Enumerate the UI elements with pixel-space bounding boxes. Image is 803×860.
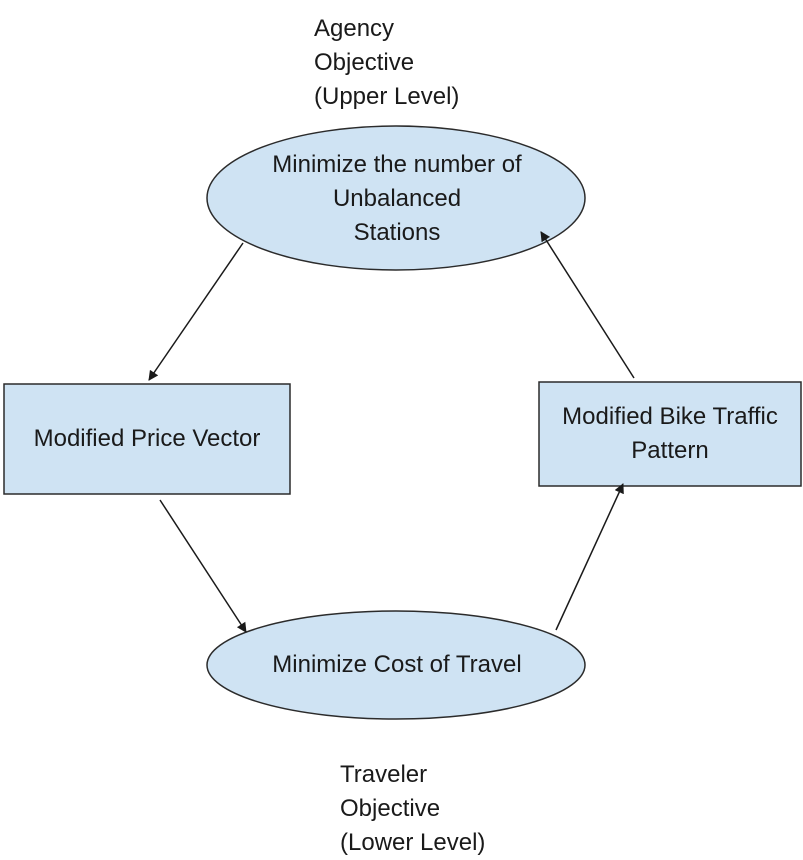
traffic-pattern-node [538,381,802,487]
price-vector-node [3,383,291,495]
upper-objective-text-line: Stations [353,219,441,246]
upper-objective-node [206,125,586,271]
lower-level-label-line: (Lower Level) [340,829,486,856]
edge-lower-to-pattern [555,483,624,631]
lower-objective-text: Minimize Cost of Travel [207,612,587,718]
price-vector-text: Modified Price Vector [4,384,290,494]
upper-objective-text-line: Unbalanced [332,185,462,212]
edge-pattern-to-upper [540,231,635,379]
upper-level-label-line: Agency [314,15,395,42]
traffic-pattern-text-line: Pattern [631,437,709,464]
lower-level-label-line: Traveler [340,761,428,788]
upper-objective-text: Minimize the number of Unbalanced Statio… [207,144,587,254]
upper-objective-text-line: Minimize the number of [272,151,522,178]
traffic-pattern-text-line: Modified Bike Traffic [562,403,778,430]
traffic-pattern-text: Modified Bike Traffic Pattern [539,382,801,486]
edge-upper-to-price [148,242,244,381]
lower-level-label-line: Objective [340,795,441,822]
price-vector-text-line: Modified Price Vector [33,425,261,452]
lower-level-label: Traveler Objective (Lower Level) [340,758,485,860]
edge-price-to-lower [159,499,247,633]
upper-level-label-line: Objective [314,49,415,76]
lower-objective-text-line: Minimize Cost of Travel [272,651,522,678]
upper-level-label-line: (Upper Level) [314,83,460,110]
upper-level-label: Agency Objective (Upper Level) [314,12,459,114]
lower-objective-node [206,610,586,720]
